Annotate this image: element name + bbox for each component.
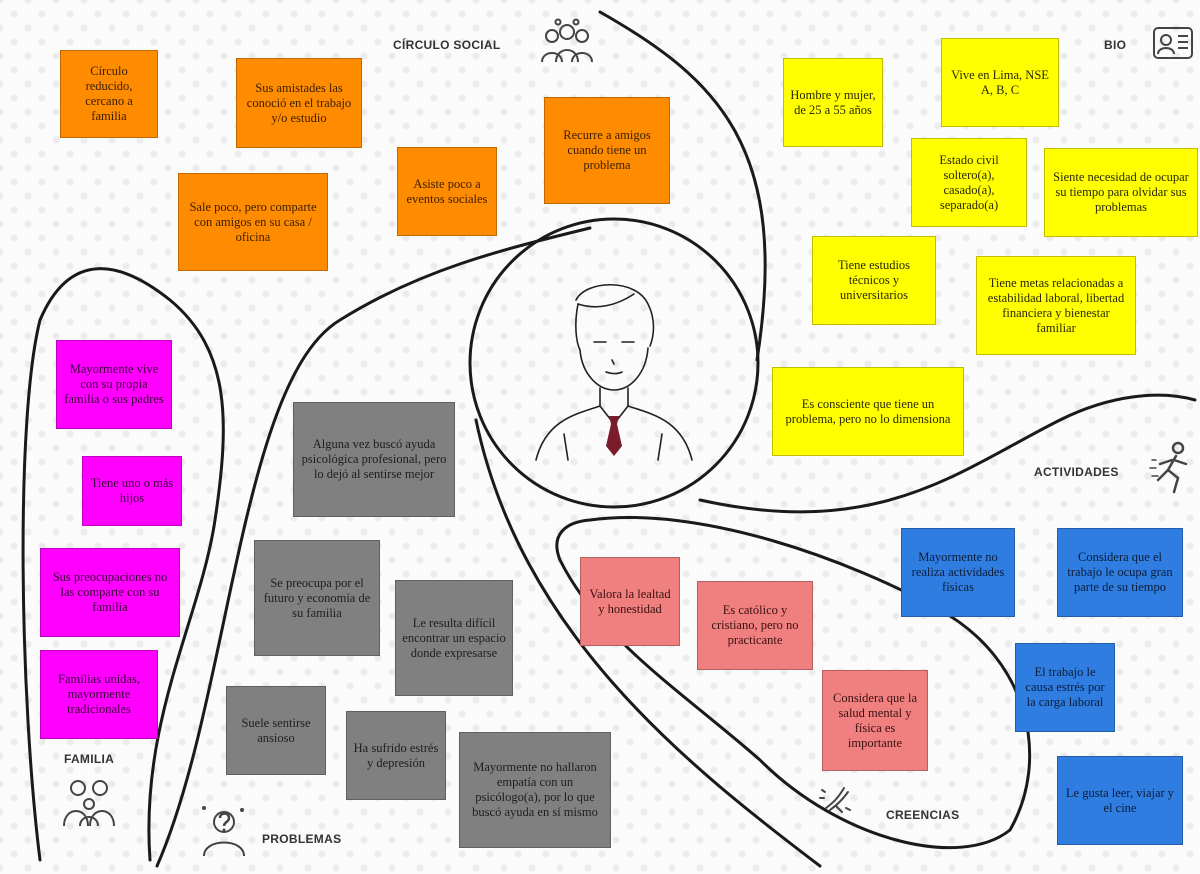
note-familia-3: Sus preocupaciones no las comparte con s… [40,548,180,637]
note-creencias-2: Es católico y cristiano, pero no practic… [697,581,813,670]
faith-symbol-icon [819,787,851,813]
note-problemas-3: Le resulta difícil encontrar un espacio … [395,580,513,696]
note-bio-3: Estado civil soltero(a), casado(a), sepa… [911,138,1027,227]
note-bio-5: Tiene estudios técnicos y universitarios [812,236,936,325]
divider-actividades [698,393,1197,514]
section-label-actividades: ACTIVIDADES [1034,465,1119,479]
section-label-bio: BIO [1104,38,1127,52]
section-label-problemas: PROBLEMAS [262,832,342,846]
id-card-icon [1153,27,1193,59]
running-person-icon [1149,441,1188,494]
note-creencias-3: Considera que la salud mental y física e… [822,670,928,771]
note-familia-4: Familias unidas, mayormente tradicionale… [40,650,158,739]
person-portrait-icon [535,284,693,461]
section-label-familia: FAMILIA [64,752,115,766]
note-problemas-5: Ha sufrido estrés y depresión [346,711,446,800]
note-bio-6: Tiene metas relacionadas a estabilidad l… [976,256,1136,355]
note-problemas-2: Se preocupa por el futuro y economía de … [254,540,380,656]
note-actividades-2: Considera que el trabajo le ocupa gran p… [1057,528,1183,617]
note-creencias-1: Valora la lealtad y honestidad [580,557,680,646]
note-actividades-3: El trabajo le causa estrés por la carga … [1015,643,1115,732]
note-circulo-social-3: Recurre a amigos cuando tiene un problem… [544,97,670,204]
note-circulo-social-1: Círculo reducido, cercano a familia [60,50,158,138]
section-label-circulo-social: CÍRCULO SOCIAL [393,38,501,52]
person-question-icon [202,806,245,857]
section-label-creencias: CREENCIAS [886,808,960,822]
note-circulo-social-2: Sus amistades las conoció en el trabajo … [236,58,362,148]
note-circulo-social-4: Asiste poco a eventos sociales [397,147,497,236]
note-familia-1: Mayormente vive con su propia familia o … [56,340,172,429]
group-people-icon [541,18,593,63]
note-problemas-4: Suele sentirse ansioso [226,686,326,775]
center-circle [468,217,760,509]
family-icon [63,780,115,827]
note-bio-4: Siente necesidad de ocupar su tiempo par… [1044,148,1198,237]
note-bio-1: Hombre y mujer, de 25 a 55 años [783,58,883,147]
note-actividades-4: Le gusta leer, viajar y el cine [1057,756,1183,845]
divider-top [598,10,767,362]
note-bio-7: Es consciente que tiene un problema, per… [772,367,964,456]
divider-center-bottom [474,418,822,868]
note-familia-2: Tiene uno o más hijos [82,456,182,526]
divider-problemas [155,226,592,868]
note-problemas-1: Alguna vez buscó ayuda psicológica profe… [293,402,455,517]
divider-familia [21,267,225,862]
note-circulo-social-5: Sale poco, pero comparte con amigos en s… [178,173,328,271]
note-actividades-1: Mayormente no realiza actividades física… [901,528,1015,617]
note-bio-2: Vive en Lima, NSE A, B, C [941,38,1059,127]
note-problemas-6: Mayormente no hallaron empatía con un ps… [459,732,611,848]
